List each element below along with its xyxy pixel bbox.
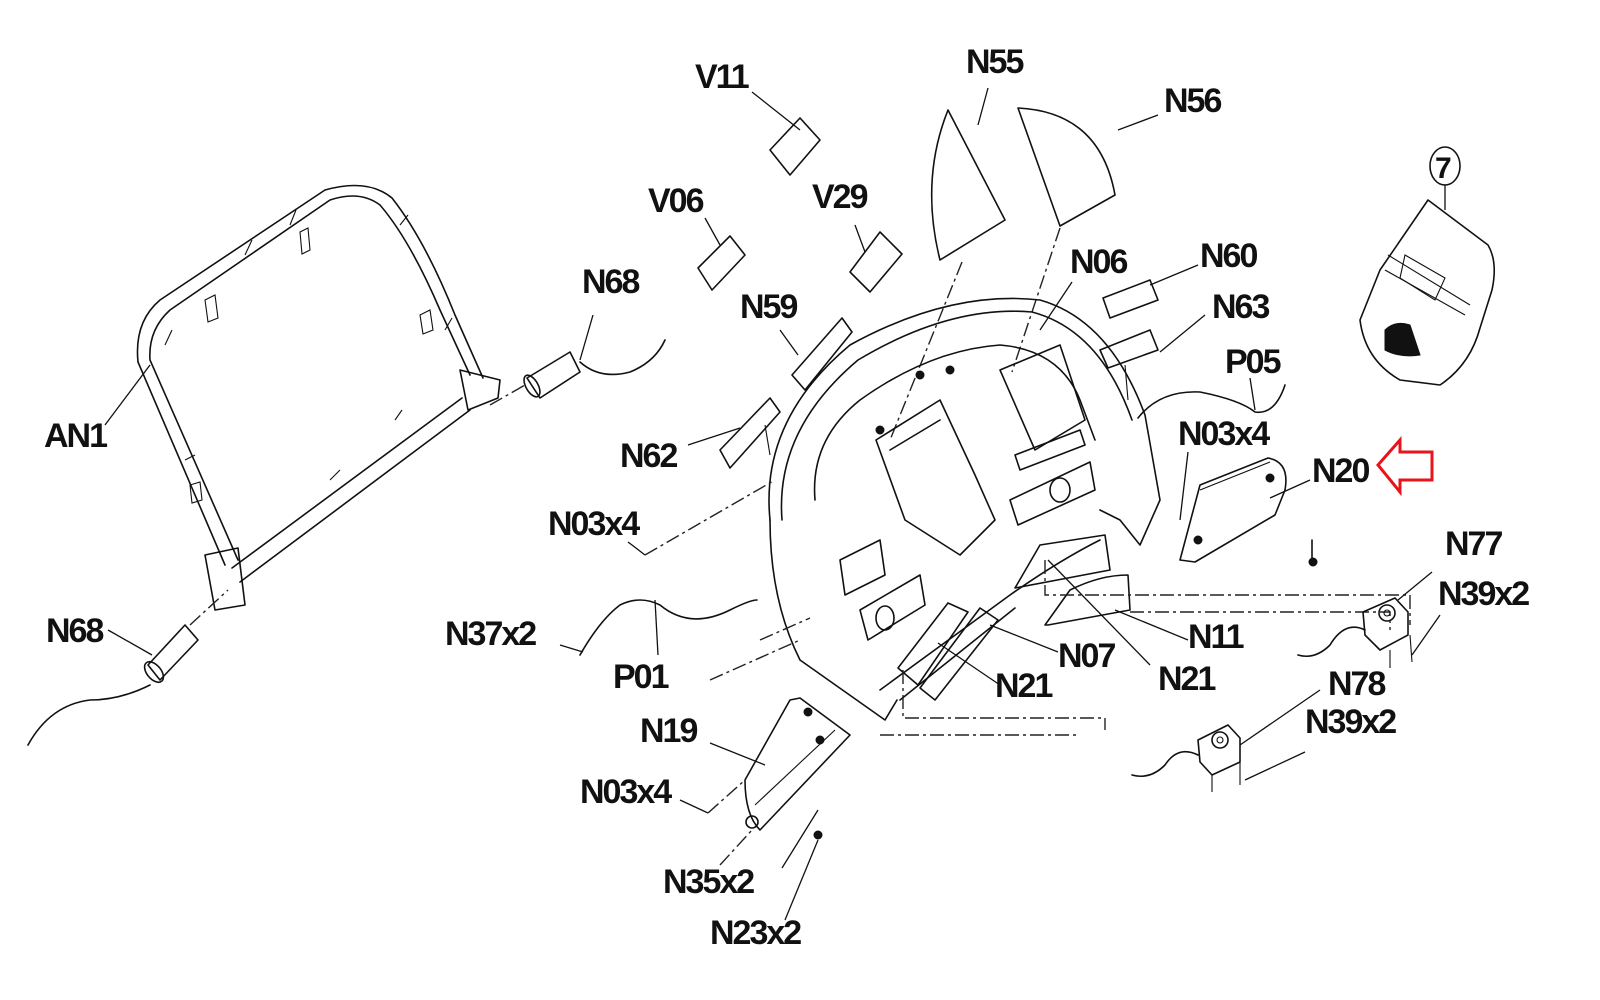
label-n06: N06 xyxy=(1070,243,1127,281)
leader-n07 xyxy=(989,624,1059,653)
leader-n59 xyxy=(779,329,799,356)
label-n55: N55 xyxy=(966,43,1023,81)
label-n63: N63 xyxy=(1212,288,1269,326)
connector-n68-bottom xyxy=(27,589,229,746)
leader-v29 xyxy=(854,224,866,253)
leader-n21-left xyxy=(937,642,1001,686)
label-n39x2-bottom: N39x2 xyxy=(1305,703,1396,741)
leader-n06 xyxy=(1039,281,1073,331)
label-n62: N62 xyxy=(620,437,677,475)
label-n56: N56 xyxy=(1164,82,1221,120)
label-n35x2: N35x2 xyxy=(663,863,754,901)
leader-n35x2 xyxy=(781,809,819,869)
insert-n07 xyxy=(919,607,999,701)
label-an1: AN1 xyxy=(44,417,107,455)
label-n68-top: N68 xyxy=(582,263,639,301)
connector-n68-top xyxy=(489,339,666,406)
decal-n62 xyxy=(719,397,781,469)
console-assembly-7: 7 xyxy=(1359,146,1496,386)
leader-n39x2-bottom xyxy=(1244,751,1306,781)
leader-n03x4-right xyxy=(1179,451,1189,521)
leader-n19 xyxy=(709,742,766,766)
leader-n21-right xyxy=(1047,559,1151,666)
label-n68-bottom: N68 xyxy=(46,612,103,650)
label-n20: N20 xyxy=(1312,452,1369,490)
leader-v11 xyxy=(751,91,801,131)
label-n37x2: N37x2 xyxy=(445,615,536,653)
leader-n56 xyxy=(1117,114,1159,131)
overlay-n55 xyxy=(930,109,1006,261)
label-n03x4-left: N03x4 xyxy=(548,505,640,543)
label-n03x4-bottom: N03x4 xyxy=(580,773,672,811)
decal-v06 xyxy=(697,235,746,291)
label-v11: V11 xyxy=(695,58,749,96)
cable-p05 xyxy=(1137,384,1286,419)
speaker-n78 xyxy=(1131,724,1241,792)
leader-n11 xyxy=(1114,609,1189,641)
leader-n37x2 xyxy=(559,644,584,653)
leader-n03x4-bottom xyxy=(679,799,709,814)
decal-n59 xyxy=(791,317,853,391)
label-n21-left: N21 xyxy=(995,667,1052,705)
leader-n55 xyxy=(977,87,989,126)
leader-n20 xyxy=(1269,479,1311,499)
leader-n62 xyxy=(687,427,741,446)
label-n78: N78 xyxy=(1328,665,1385,703)
handlebar-frame-an1 xyxy=(136,184,501,611)
label-n59: N59 xyxy=(740,288,797,326)
label-n07: N07 xyxy=(1058,637,1115,675)
label-n21-right: N21 xyxy=(1158,660,1215,698)
left-cover-n19 xyxy=(744,697,851,831)
decal-v11 xyxy=(769,117,821,176)
leader-n03x4-left xyxy=(627,541,646,556)
label-v29: V29 xyxy=(812,178,868,216)
overlay-n56 xyxy=(1017,107,1116,227)
leader-an1 xyxy=(104,364,151,426)
decal-n63 xyxy=(1099,329,1159,369)
highlight-arrow-icon xyxy=(1376,436,1434,497)
leader-n60 xyxy=(1149,264,1199,286)
insert-n11 xyxy=(1044,574,1131,626)
label-n03x4-right: N03x4 xyxy=(1178,415,1270,453)
label-n60: N60 xyxy=(1200,237,1257,275)
leader-n68-bottom xyxy=(107,629,153,656)
label-n39x2-top: N39x2 xyxy=(1438,575,1529,613)
leader-n68-top xyxy=(579,314,594,361)
insert-n21-left xyxy=(897,602,969,686)
speaker-n77 xyxy=(1297,597,1413,668)
label-n11: N11 xyxy=(1188,618,1244,656)
leader-p05 xyxy=(1249,377,1256,411)
leader-n23x2 xyxy=(784,839,819,921)
insert-n21-right xyxy=(1014,534,1111,589)
label-v06: V06 xyxy=(648,182,704,220)
cable-p01 xyxy=(579,599,758,656)
leader-n77 xyxy=(1397,571,1433,601)
leader-v06 xyxy=(704,217,721,246)
decal-n60 xyxy=(1102,279,1159,319)
label-n23x2: N23x2 xyxy=(710,914,801,952)
leader-n78 xyxy=(1239,689,1321,746)
label-n77: N77 xyxy=(1445,525,1502,563)
label-n19: N19 xyxy=(640,712,697,750)
decal-v29 xyxy=(849,231,903,293)
leader-p01 xyxy=(654,599,659,656)
leader-n63 xyxy=(1159,314,1206,353)
label-p05: P05 xyxy=(1225,343,1281,381)
right-cover-n20 xyxy=(1179,457,1318,567)
label-p01: P01 xyxy=(613,658,669,696)
fastener-line-n03x4-left xyxy=(644,479,776,556)
leader-n39x2-top xyxy=(1411,614,1441,656)
assembly-callout-number: 7 xyxy=(1435,152,1452,185)
